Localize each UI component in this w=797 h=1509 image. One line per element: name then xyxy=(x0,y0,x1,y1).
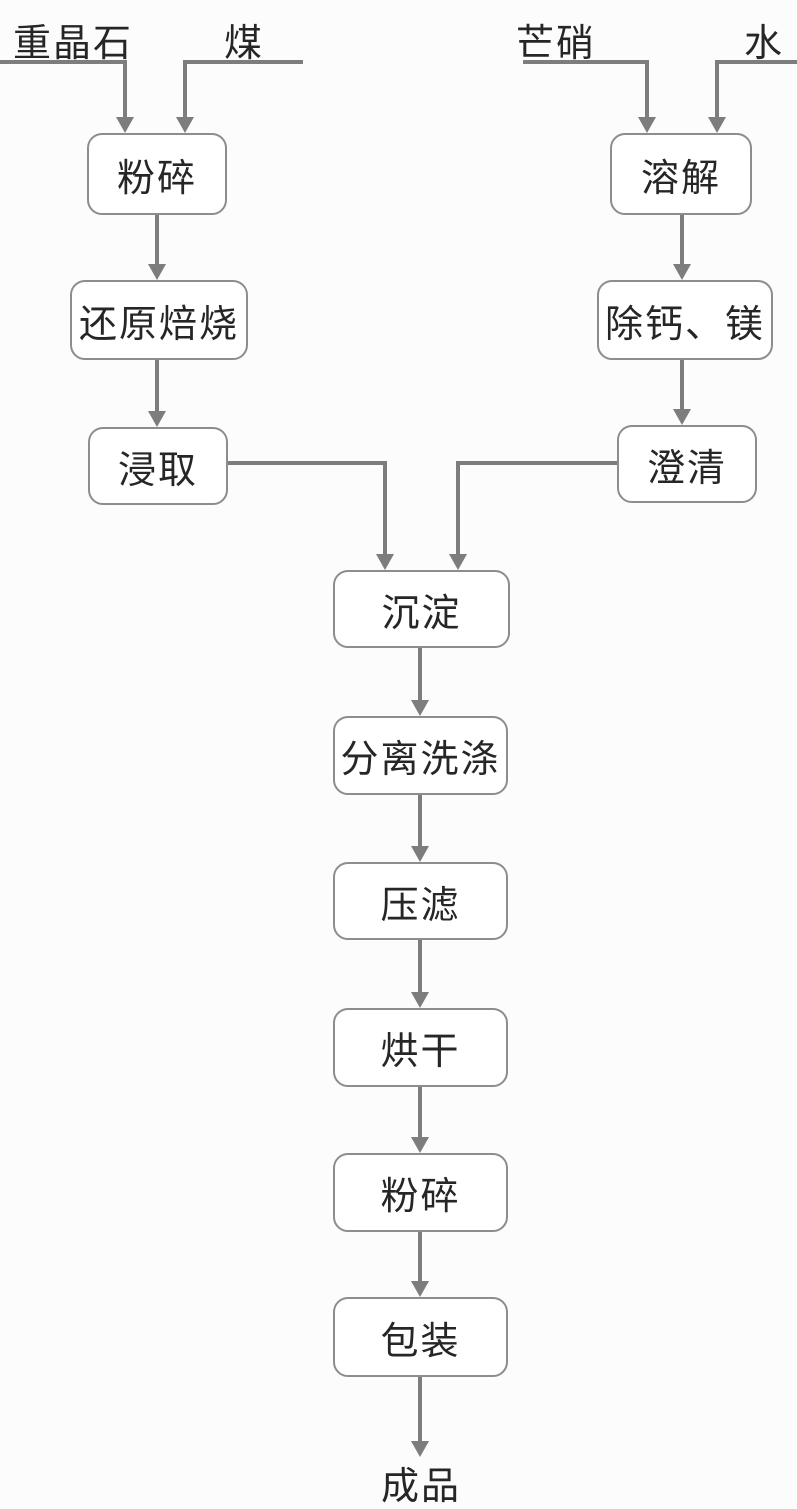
arrowhead-down-icon xyxy=(411,1441,429,1457)
edge-clarify-precip-hline xyxy=(456,461,617,465)
arrowhead-down-icon xyxy=(148,411,166,427)
edge-mirabilite-dissolve-hline xyxy=(523,60,649,64)
arrowhead-down-icon xyxy=(376,554,394,570)
edge-leach-precip-vline xyxy=(383,461,387,554)
edge-dry-crush2-vline xyxy=(418,1087,422,1137)
edge-water-dissolve-vline xyxy=(715,60,719,117)
node-remove-calcium-magnesium: 除钙、镁 xyxy=(597,280,773,360)
node-clarification: 澄清 xyxy=(617,425,757,503)
node-precipitation: 沉淀 xyxy=(333,570,510,648)
edge-coal-crush-hline xyxy=(183,60,303,64)
node-separation-washing: 分离洗涤 xyxy=(333,716,508,795)
edge-barite-crush-hline xyxy=(0,60,127,64)
edge-barite-crush-vline xyxy=(123,60,127,117)
edge-package-product-vline xyxy=(418,1377,422,1441)
node-crush-1: 粉碎 xyxy=(87,133,227,215)
arrowhead-down-icon xyxy=(708,117,726,133)
node-crush-2: 粉碎 xyxy=(333,1153,508,1232)
edge-removecamg-clarify-vline xyxy=(680,360,684,409)
arrowhead-down-icon xyxy=(638,117,656,133)
edge-coal-crush-vline xyxy=(183,60,187,117)
output-label-finished-product: 成品 xyxy=(381,1464,462,1508)
arrowhead-down-icon xyxy=(411,846,429,862)
edge-clarify-precip-vline xyxy=(456,461,460,554)
edge-sepwash-pressfilter-vline xyxy=(418,795,422,846)
edge-roast-leach-vline xyxy=(155,360,159,411)
edge-mirabilite-dissolve-vline xyxy=(645,60,649,117)
arrowhead-down-icon xyxy=(411,1281,429,1297)
arrowhead-down-icon xyxy=(148,264,166,280)
node-leaching: 浸取 xyxy=(88,427,228,505)
edge-crush2-package-vline xyxy=(418,1232,422,1281)
edge-pressfilter-dry-vline xyxy=(418,940,422,992)
node-reduction-roasting: 还原焙烧 xyxy=(70,280,248,360)
arrowhead-down-icon xyxy=(411,1137,429,1153)
node-packaging: 包装 xyxy=(333,1297,508,1377)
arrowhead-down-icon xyxy=(411,992,429,1008)
edge-crush-roast-vline xyxy=(155,215,159,264)
arrowhead-down-icon xyxy=(449,554,467,570)
arrowhead-down-icon xyxy=(116,117,134,133)
input-label-mirabilite: 芒硝 xyxy=(516,21,597,65)
edge-leach-precip-hline xyxy=(228,461,387,465)
input-label-water: 水 xyxy=(744,21,785,65)
edge-precip-sepwash-vline xyxy=(418,648,422,700)
edge-dissolve-removecamg-vline xyxy=(680,215,684,264)
node-dissolving: 溶解 xyxy=(610,133,752,215)
edge-water-dissolve-hline xyxy=(715,60,797,64)
node-drying: 烘干 xyxy=(333,1008,508,1087)
arrowhead-down-icon xyxy=(673,409,691,425)
arrowhead-down-icon xyxy=(673,264,691,280)
arrowhead-down-icon xyxy=(411,700,429,716)
arrowhead-down-icon xyxy=(176,117,194,133)
input-label-coal: 煤 xyxy=(224,21,265,65)
input-label-barite: 重晶石 xyxy=(13,21,134,65)
node-press-filtration: 压滤 xyxy=(333,862,508,940)
